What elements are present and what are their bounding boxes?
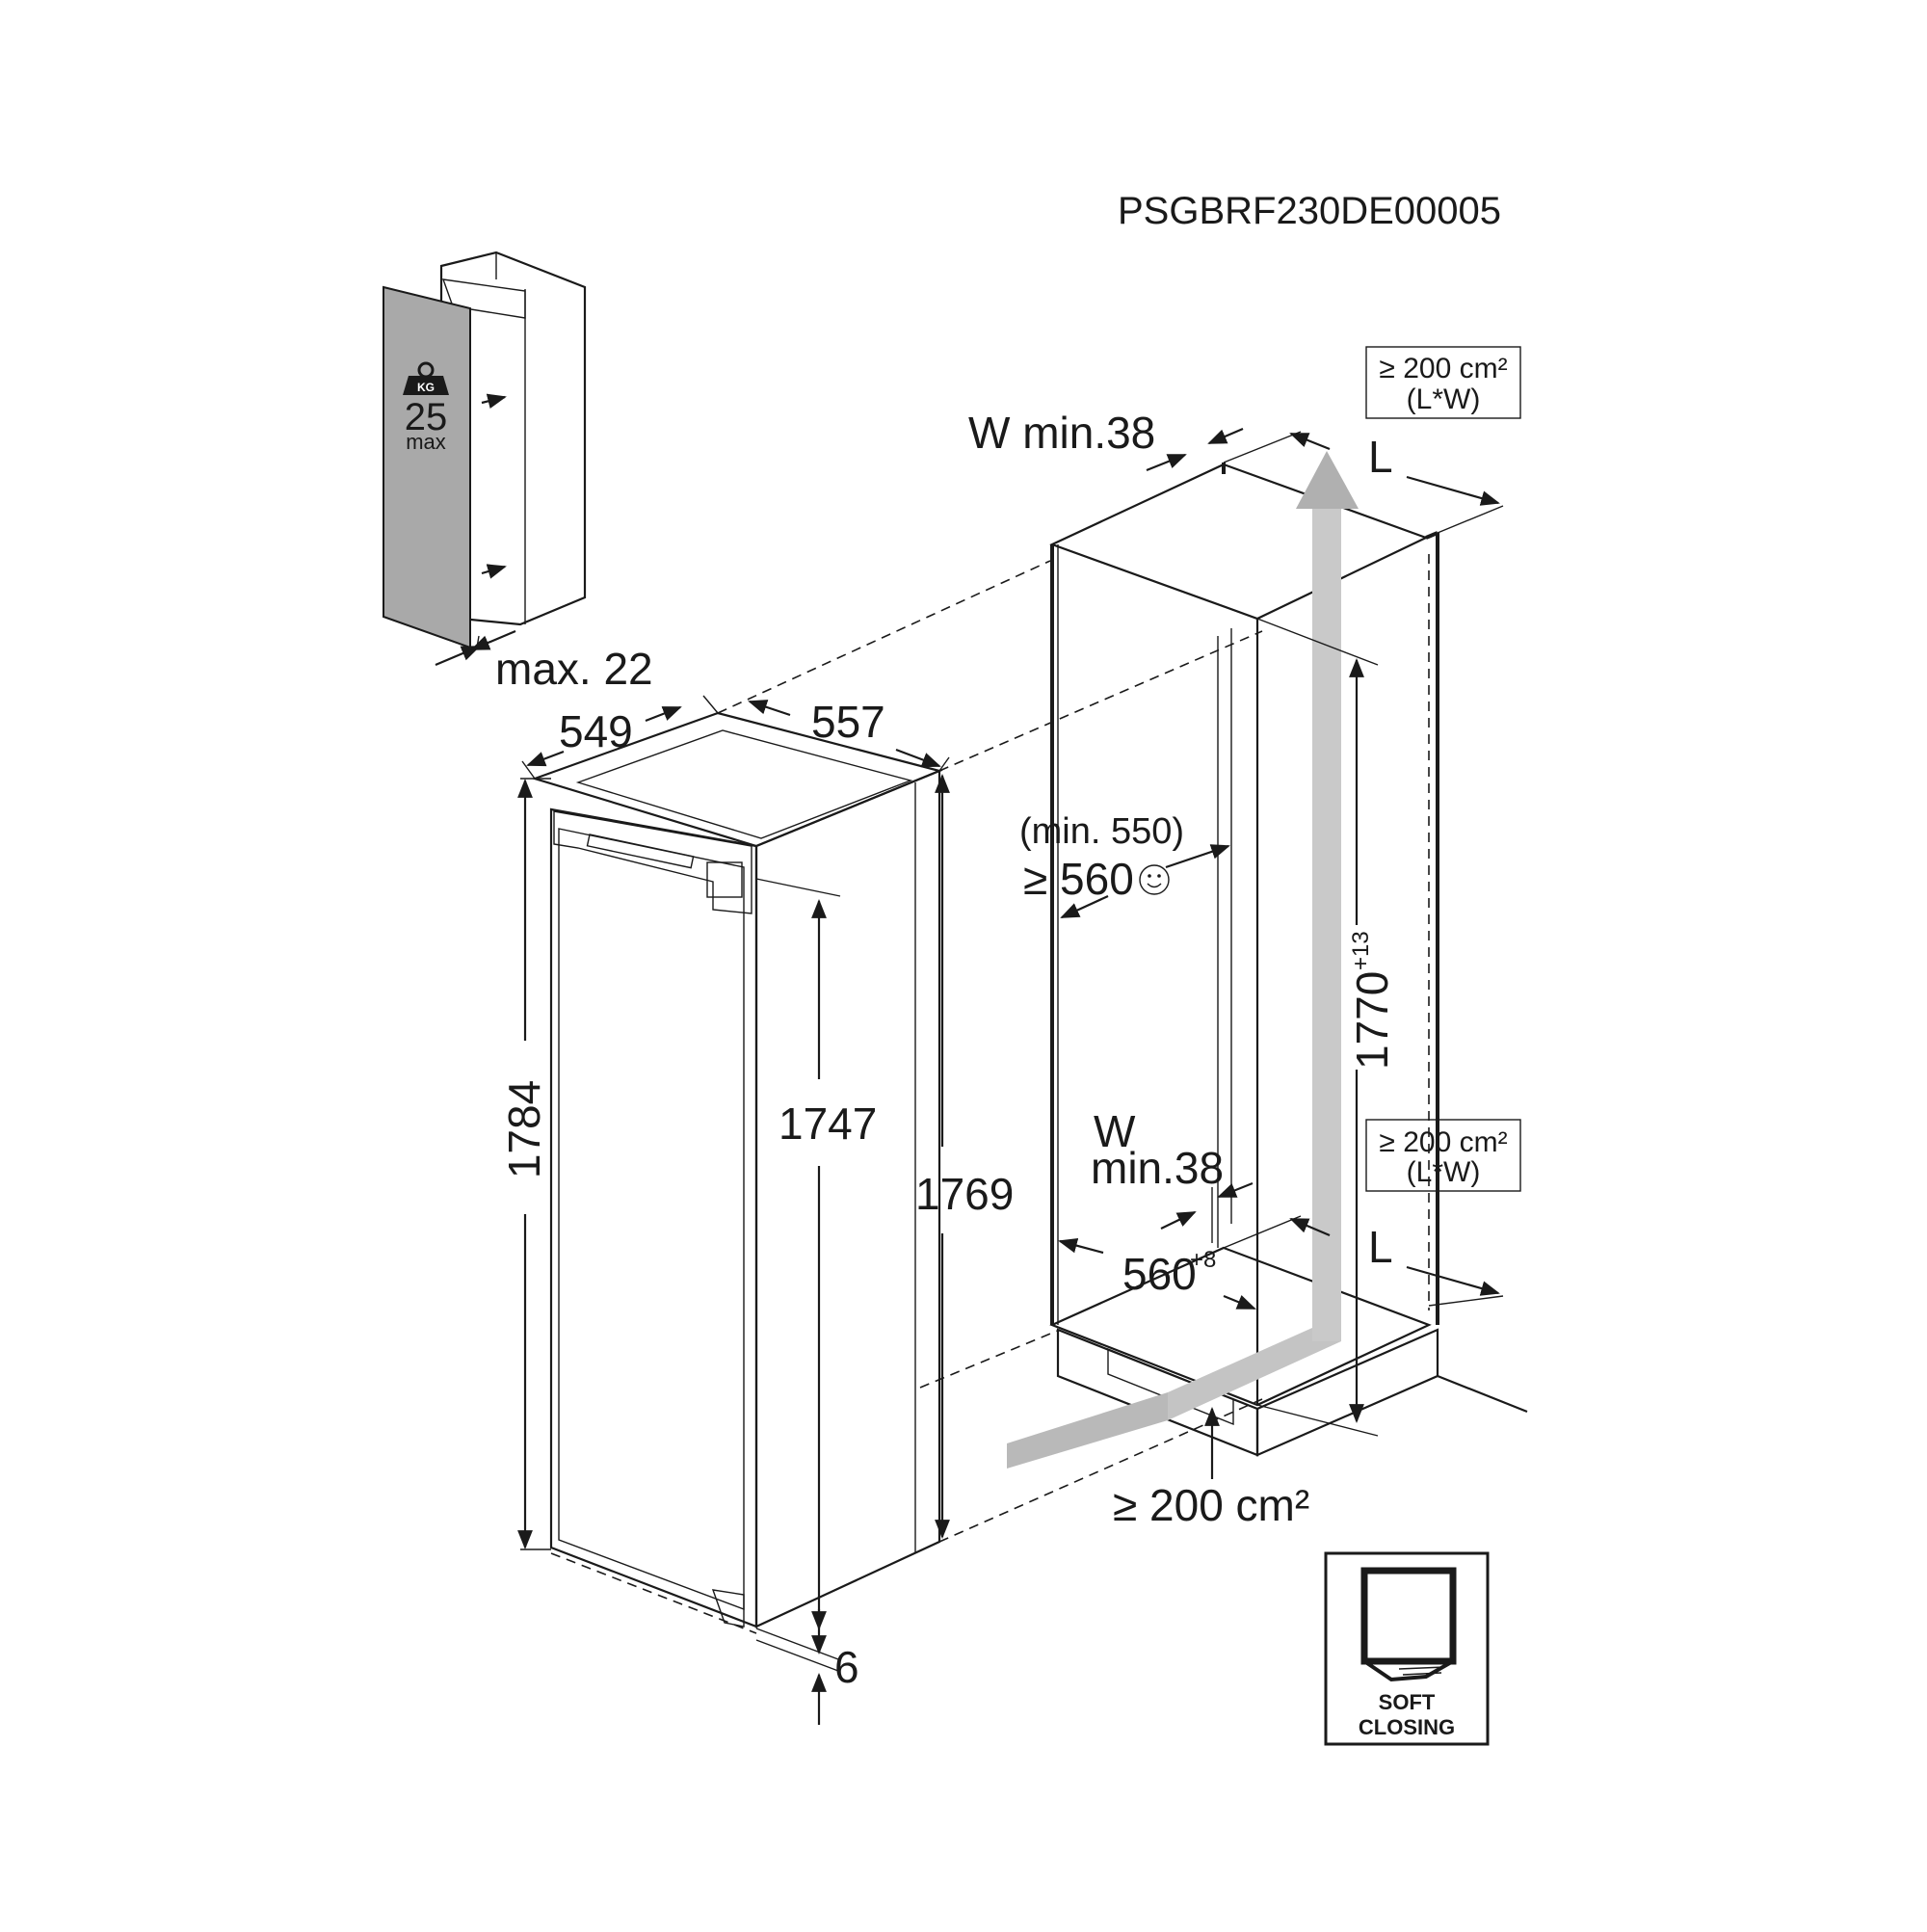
top-vent-box	[1365, 346, 1521, 419]
niche-illustration	[1049, 463, 1528, 1457]
weight-kg-label: KG	[417, 381, 435, 394]
mount-arrow-upper	[481, 393, 507, 410]
badge-line1: SOFT	[1379, 1690, 1436, 1714]
door-panel-illustration: KG 25 max max. 22	[383, 251, 653, 694]
appliance-height-body: 1747	[779, 1098, 877, 1149]
badge-line2: CLOSING	[1359, 1715, 1455, 1739]
appliance-illustration	[531, 711, 943, 1628]
weight-value: 25	[405, 396, 448, 438]
niche-dimensions: W min.38 L ≥ 200 cm² (L*W) (min. 550) ≥ …	[968, 346, 1521, 1530]
niche-top-vent-formula: (L*W)	[1407, 384, 1481, 415]
projection-lines	[550, 560, 1263, 1634]
niche-bottom-wall-label-w: W	[1094, 1106, 1136, 1156]
appliance-bottom-gap: 6	[834, 1642, 859, 1692]
niche-top-wall-label: W min.38	[968, 408, 1155, 458]
niche-bottom-vent-area: ≥ 200 cm²	[1379, 1126, 1507, 1158]
niche-height-tolerance: +13	[1348, 931, 1374, 970]
niche-depth-value: ≥ 560	[1023, 854, 1134, 904]
niche-bottom-vent-formula: (L*W)	[1407, 1156, 1481, 1188]
niche-bottom-vent-length: L	[1368, 1222, 1393, 1272]
appliance-depth: 557	[811, 697, 885, 747]
niche-width-value: 560	[1122, 1249, 1197, 1299]
niche-height-value: 1770	[1347, 971, 1397, 1070]
niche-depth-min-note: (min. 550)	[1019, 811, 1184, 852]
airflow-arrow	[1007, 451, 1359, 1469]
weight-icon: KG	[403, 361, 449, 395]
niche-top-vent-length: L	[1368, 432, 1393, 482]
niche-width-tolerance: +8	[1190, 1247, 1216, 1273]
bottom-vent-box	[1365, 1119, 1521, 1192]
panel-thickness-label: max. 22	[495, 644, 653, 694]
product-code: PSGBRF230DE00005	[1118, 190, 1501, 232]
appliance-height-door: 1784	[499, 1080, 549, 1178]
smiley-icon	[1139, 864, 1170, 895]
appliance-width: 549	[559, 706, 633, 756]
door-panel	[383, 285, 471, 649]
niche-top-vent-area: ≥ 200 cm²	[1379, 353, 1507, 384]
weight-unit: max	[406, 430, 446, 454]
niche-base-vent-area: ≥ 200 cm²	[1113, 1480, 1309, 1530]
appliance-dimensions: 549 557 1784 1747 1769 6	[499, 695, 1014, 1725]
soft-closing-badge: SOFT CLOSING	[1324, 1551, 1490, 1746]
appliance-height-total: 1769	[915, 1169, 1014, 1219]
niche-bottom-wall-label-min: min.38	[1091, 1143, 1224, 1193]
mount-arrow-lower	[481, 564, 507, 579]
